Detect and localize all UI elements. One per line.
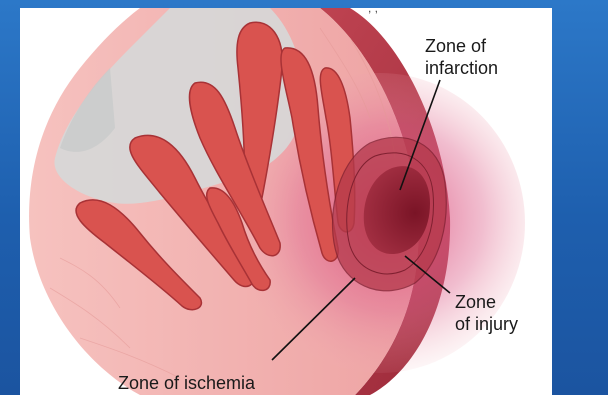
label-zone-of-ischemia: Zone of ischemia [118, 372, 255, 394]
label-injury-line1: Zone [455, 291, 518, 313]
label-infarction-line1: Zone of [425, 35, 498, 57]
label-zone-of-infarction: Zone of infarction [425, 35, 498, 79]
top-partial-text: , , [368, 8, 378, 15]
label-infarction-line2: infarction [425, 57, 498, 79]
label-zone-of-injury: Zone of injury [455, 291, 518, 335]
label-injury-line2: of injury [455, 313, 518, 335]
